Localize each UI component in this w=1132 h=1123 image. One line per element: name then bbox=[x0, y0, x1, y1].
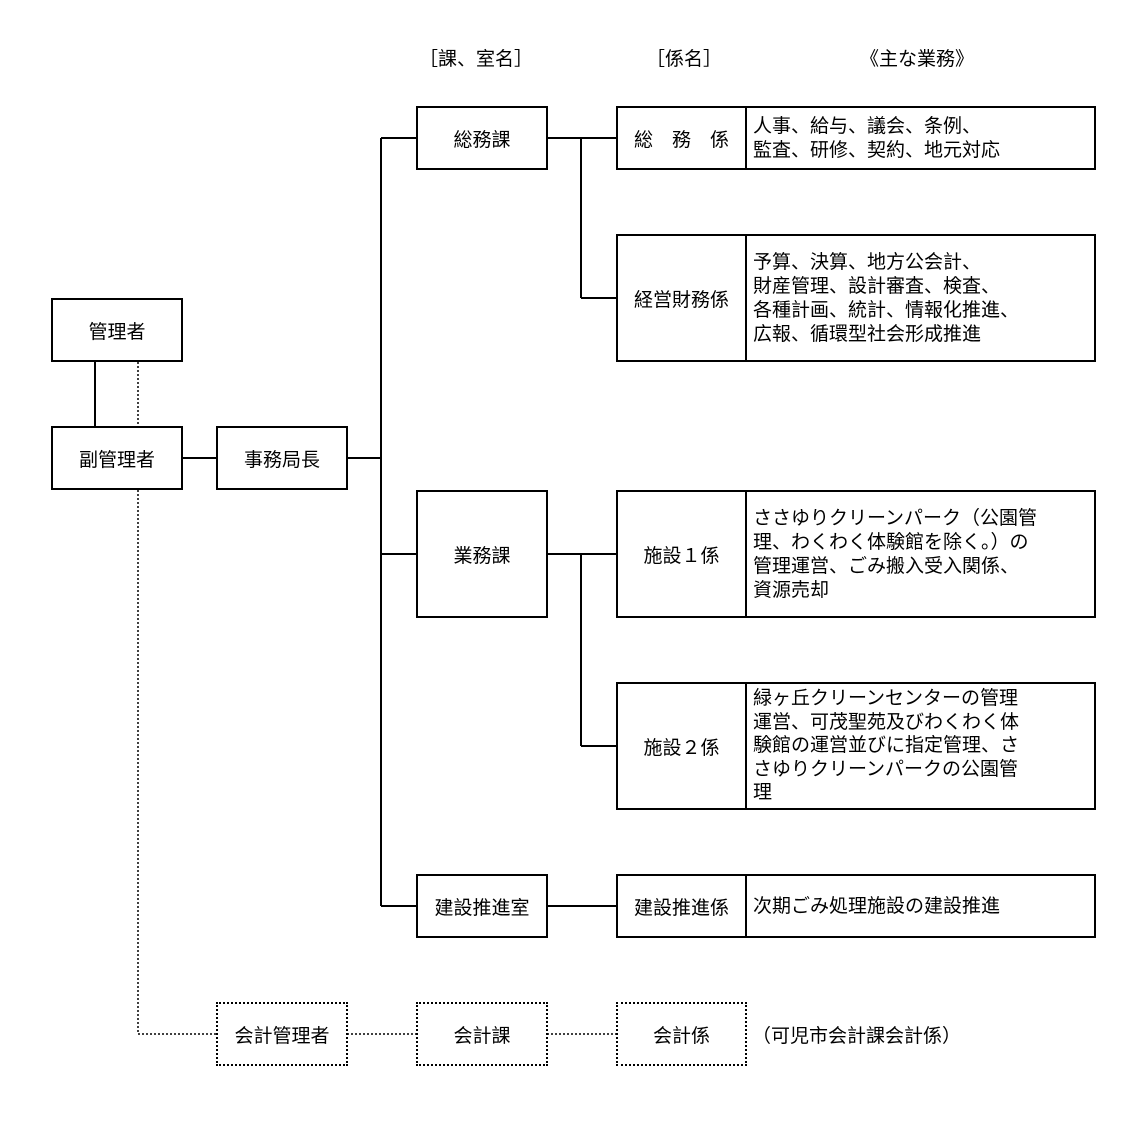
duties-shisetsu2: 緑ヶ丘クリーンセンターの管理 運営、可茂聖苑及びわくわく体 験館の運営並びに指定… bbox=[745, 682, 1096, 810]
box-somu-ka: 総務課 bbox=[416, 106, 548, 170]
box-kensetsu-kakari: 建設推進係 bbox=[616, 874, 747, 938]
duties-line: 管理運営、ごみ搬入受入関係、 bbox=[753, 555, 1020, 577]
box-kaikei-kakari: 会計係 bbox=[616, 1002, 747, 1066]
duties-line: 運営、可茂聖苑及びわくわく体 bbox=[753, 710, 1020, 733]
duties-line: 各種計画、統計、情報化推進、 bbox=[753, 299, 1020, 321]
duties-kensetsu: 次期ごみ処理施設の建設推進 bbox=[745, 874, 1096, 938]
box-kensetsu-shitsu: 建設推進室 bbox=[416, 874, 548, 938]
box-shisetsu2-kakari: 施設２係 bbox=[616, 682, 747, 810]
duties-line: さゆりクリーンパークの公園管 bbox=[753, 757, 1019, 780]
duties-line: 人事、給与、議会、条例、 bbox=[753, 115, 982, 137]
box-jimukyokucho: 事務局長 bbox=[216, 426, 348, 490]
box-keiei-zaimu-kakari: 経営財務係 bbox=[616, 234, 747, 362]
duties-line: 次期ごみ処理施設の建設推進 bbox=[753, 895, 1001, 917]
duties-line: 緑ヶ丘クリーンセンターの管理 bbox=[753, 687, 1019, 710]
duties-line: 資源売却 bbox=[753, 579, 830, 601]
box-kaikei-kanrisha: 会計管理者 bbox=[216, 1002, 348, 1066]
duties-line: 理 bbox=[753, 781, 773, 804]
duties-line: 験館の運営並びに指定管理、さ bbox=[753, 734, 1020, 757]
duties-somu: 人事、給与、議会、条例、 監査、研修、契約、地元対応 bbox=[745, 106, 1096, 170]
duties-line: 監査、研修、契約、地元対応 bbox=[753, 139, 1001, 161]
box-somu-kakari: 総 務 係 bbox=[616, 106, 747, 170]
box-fuku-kanrisha: 副管理者 bbox=[51, 426, 183, 490]
duties-line: 広報、循環型社会形成推進 bbox=[753, 323, 982, 345]
box-kaikei-ka: 会計課 bbox=[416, 1002, 548, 1066]
header-division: ［課、室名］ bbox=[419, 48, 534, 70]
box-shisetsu1-kakari: 施設１係 bbox=[616, 490, 747, 618]
header-section: ［係名］ bbox=[646, 48, 723, 70]
duties-line: ささゆりクリーンパーク（公園管 bbox=[753, 507, 1038, 529]
header-duties: 《主な業務》 bbox=[860, 48, 975, 70]
duties-line: 予算、決算、地方公会計、 bbox=[753, 251, 982, 273]
note-kaikei: （可児市会計課会計係） bbox=[752, 1025, 962, 1047]
box-kanrisha: 管理者 bbox=[51, 298, 183, 362]
duties-line: 財産管理、設計審査、検査、 bbox=[753, 275, 1001, 297]
duties-shisetsu1: ささゆりクリーンパーク（公園管 理、わくわく体験館を除く。）の 管理運営、ごみ搬… bbox=[745, 490, 1096, 618]
duties-keiei-zaimu: 予算、決算、地方公会計、 財産管理、設計審査、検査、 各種計画、統計、情報化推進… bbox=[745, 234, 1096, 362]
duties-line: 理、わくわく体験館を除く。）の bbox=[753, 531, 1029, 553]
box-gyomu-ka: 業務課 bbox=[416, 490, 548, 618]
